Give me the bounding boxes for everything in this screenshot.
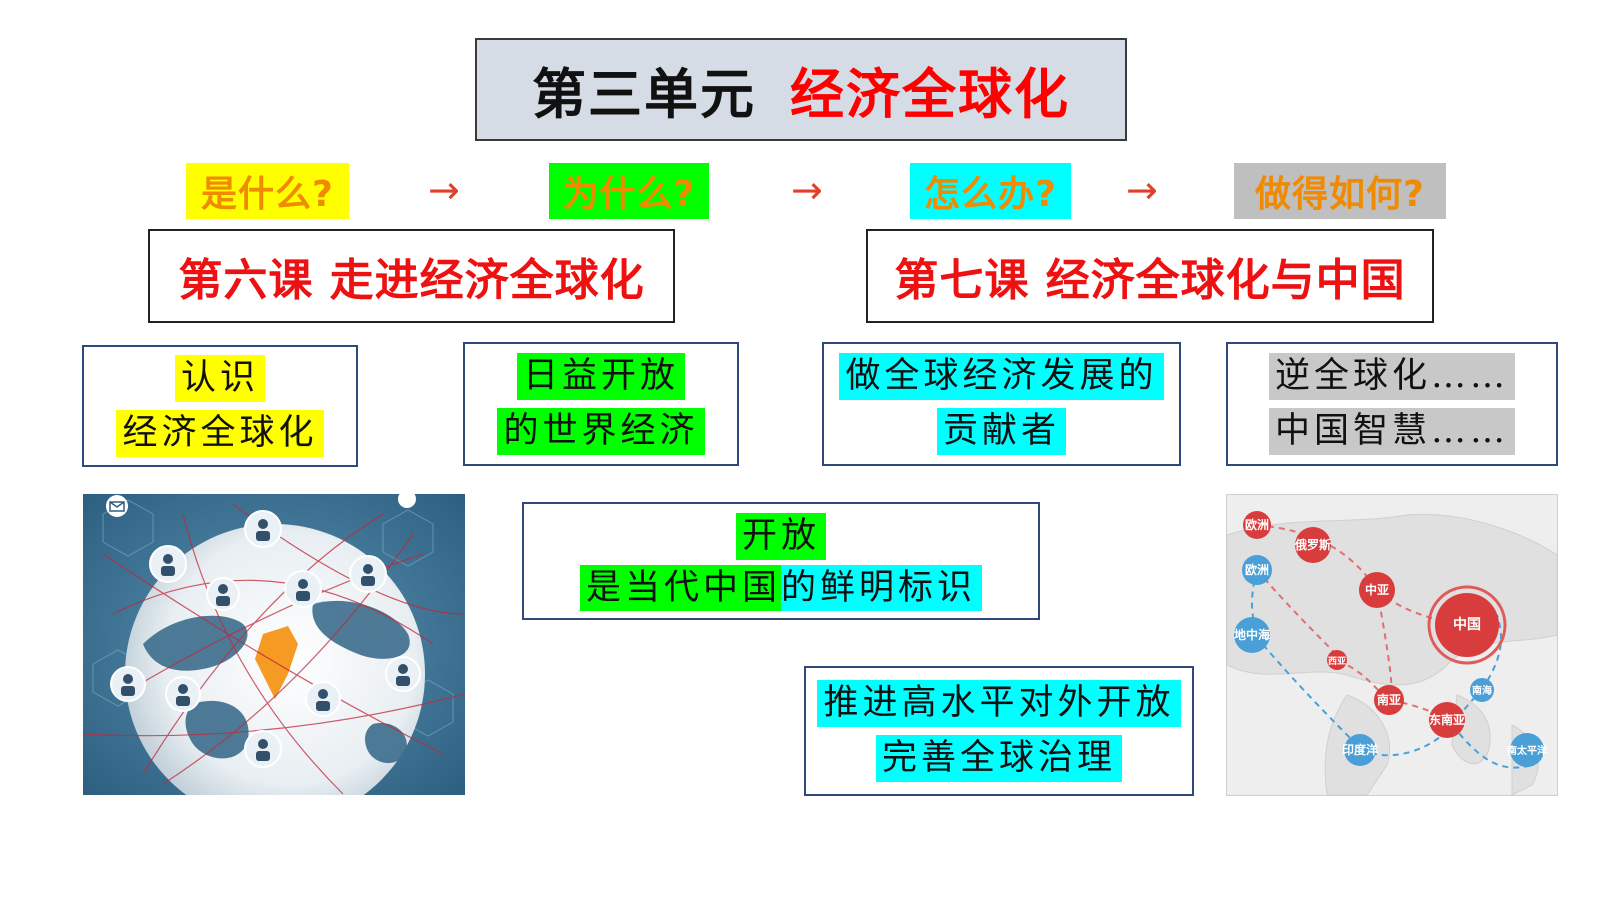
belt-road-map-image: 欧洲 欧洲 俄罗斯 中亚 中国 地中海 西亚 南亚 东南亚 印度洋 南海 南太平… bbox=[1226, 494, 1558, 796]
box-advance-opening: 推进高水平对外开放 完善全球治理 bbox=[804, 666, 1194, 796]
box-deglobalization: 逆全球化…… 中国智慧…… bbox=[1226, 342, 1558, 466]
unit-number: 第三单元 bbox=[532, 63, 756, 126]
box-line: 中国智慧…… bbox=[1268, 408, 1515, 456]
box-line: 经济全球化 bbox=[116, 410, 324, 458]
box-open-world-economy: 日益开放 的世界经济 bbox=[463, 342, 739, 466]
question-how: 怎么办? bbox=[910, 163, 1071, 219]
box-line-highlight: 是当代中国 bbox=[579, 565, 781, 611]
box-line: 是当代中国的鲜明标识 bbox=[579, 565, 983, 611]
map-label: 印度洋 bbox=[1342, 742, 1378, 757]
map-label: 欧洲 bbox=[1245, 517, 1269, 532]
box-line: 逆全球化…… bbox=[1268, 352, 1515, 400]
map-label: 俄罗斯 bbox=[1294, 537, 1331, 552]
map-label: 地中海 bbox=[1234, 627, 1270, 642]
box-open-china: 开放 是当代中国的鲜明标识 bbox=[522, 502, 1040, 620]
map-label: 南亚 bbox=[1377, 692, 1401, 707]
unit-topic: 经济全球化 bbox=[790, 63, 1070, 126]
box-line: 推进高水平对外开放 bbox=[817, 679, 1181, 727]
question-result: 做得如何? bbox=[1234, 163, 1446, 219]
map-label: 欧洲 bbox=[1245, 562, 1269, 577]
globe-network-image bbox=[83, 494, 465, 795]
box-contributor: 做全球经济发展的 贡献者 bbox=[822, 342, 1181, 466]
map-label: 中亚 bbox=[1365, 582, 1389, 597]
box-line: 日益开放 bbox=[516, 352, 685, 400]
lesson-six: 第六课 走进经济全球化 bbox=[148, 229, 675, 323]
map-label: 东南亚 bbox=[1429, 712, 1465, 727]
map-label: 中国 bbox=[1453, 616, 1481, 632]
map-label: 西亚 bbox=[1328, 656, 1346, 666]
arrow-3: → bbox=[1126, 168, 1158, 212]
box-line: 开放 bbox=[735, 512, 826, 560]
box-line: 的世界经济 bbox=[497, 408, 705, 456]
arrow-2: → bbox=[791, 168, 823, 212]
box-line: 贡献者 bbox=[936, 408, 1066, 456]
box-line: 做全球经济发展的 bbox=[839, 352, 1164, 400]
box-line: 认识 bbox=[174, 354, 265, 402]
map-label: 南海 bbox=[1472, 684, 1492, 697]
arrow-1: → bbox=[428, 168, 460, 212]
box-know-globalization: 认识 经济全球化 bbox=[82, 345, 358, 467]
map-label: 南太平洋 bbox=[1507, 744, 1547, 757]
box-line: 完善全球治理 bbox=[875, 735, 1122, 783]
box-line-rest: 的鲜明标识 bbox=[781, 565, 983, 611]
lesson-seven: 第七课 经济全球化与中国 bbox=[866, 229, 1434, 323]
question-why: 为什么? bbox=[549, 163, 709, 219]
question-what: 是什么? bbox=[186, 163, 349, 219]
unit-title: 第三单元 经济全球化 bbox=[475, 38, 1127, 141]
